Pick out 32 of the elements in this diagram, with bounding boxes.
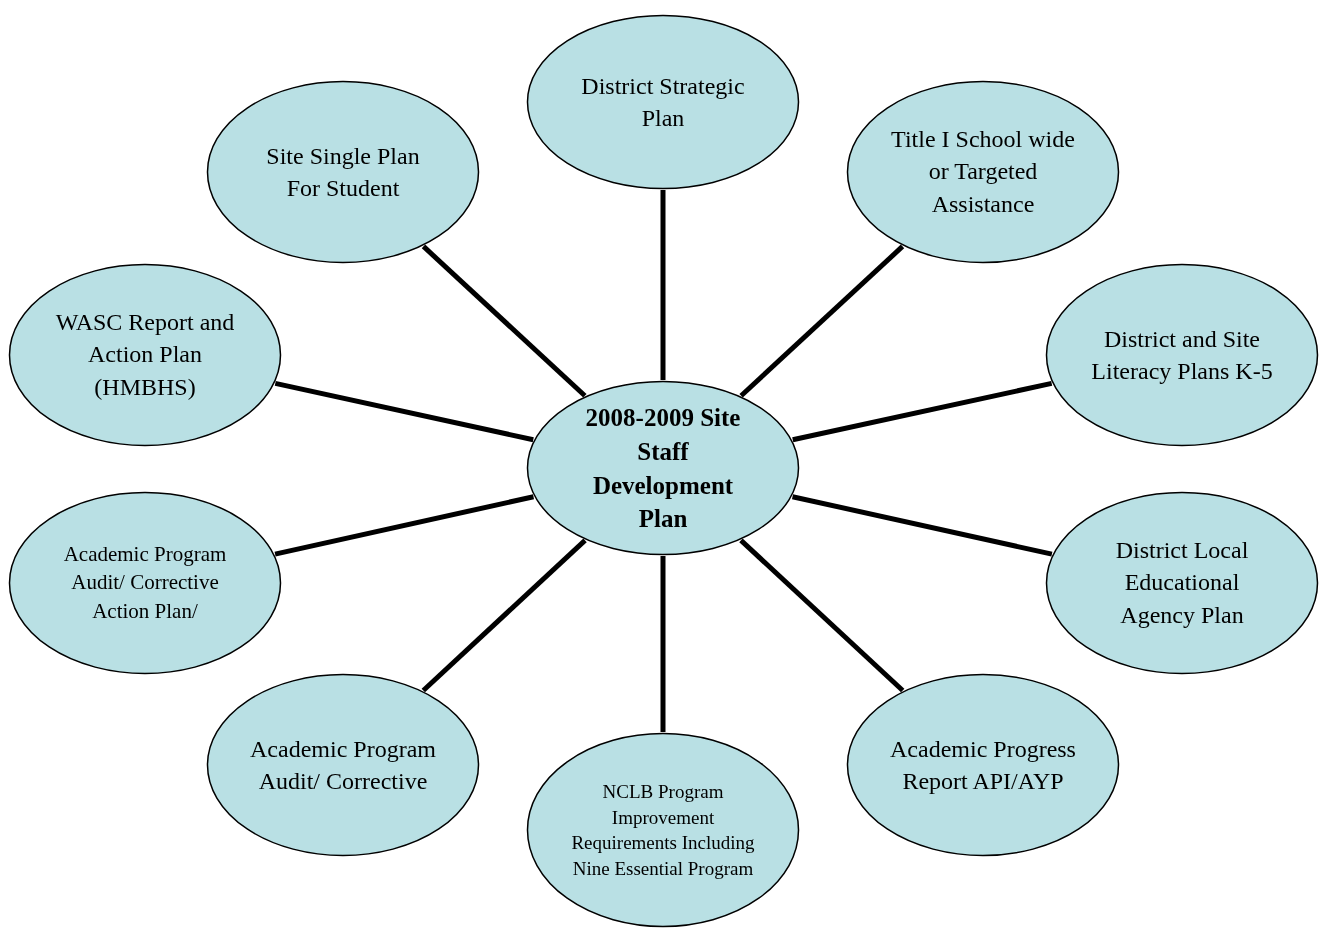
connector-line xyxy=(660,190,666,380)
node-text: NCLB Program Improvement Requirements Including Nine Essential Program xyxy=(570,779,756,881)
connector-line xyxy=(739,244,905,398)
ellipse-node xyxy=(526,732,800,928)
node-text: District and Site Literacy Plans K-5 xyxy=(1090,324,1274,386)
node-text: Title I School wide or Targeted Assistance xyxy=(890,125,1076,220)
node-text: District Local Educational Agency Plan xyxy=(1114,536,1250,631)
node-text: 2008-2009 Site Staff Development Plan xyxy=(584,402,742,534)
connector-line xyxy=(660,556,666,732)
ellipse-node xyxy=(8,491,282,675)
ellipse-node xyxy=(8,263,282,447)
node-text: Academic Program Audit/ Corrective Action Plan/ xyxy=(62,541,228,626)
node-text: WASC Report and Action Plan (HMBHS) xyxy=(54,308,236,403)
node-text: Academic Program Audit/ Corrective xyxy=(249,734,437,796)
node-text: District Strategic Plan xyxy=(580,71,746,133)
node-text: Site Single Plan For Student xyxy=(265,141,421,203)
ellipse-node xyxy=(1045,263,1319,447)
ellipse-node xyxy=(206,80,480,264)
connector-line xyxy=(791,494,1053,557)
connector-line xyxy=(421,244,587,398)
ellipse-node xyxy=(526,14,800,190)
ellipse-node xyxy=(526,380,800,556)
connector-line xyxy=(792,380,1053,443)
connector-line xyxy=(274,380,534,443)
node-text: Academic Progress Report API/AYP xyxy=(889,734,1077,796)
connector-line xyxy=(739,538,905,693)
connector-line xyxy=(274,494,535,557)
ellipse-node xyxy=(846,673,1120,857)
ellipse-node xyxy=(206,673,480,857)
ellipse-node xyxy=(1045,491,1319,675)
ellipse-node xyxy=(846,80,1120,264)
connector-line xyxy=(421,538,587,693)
